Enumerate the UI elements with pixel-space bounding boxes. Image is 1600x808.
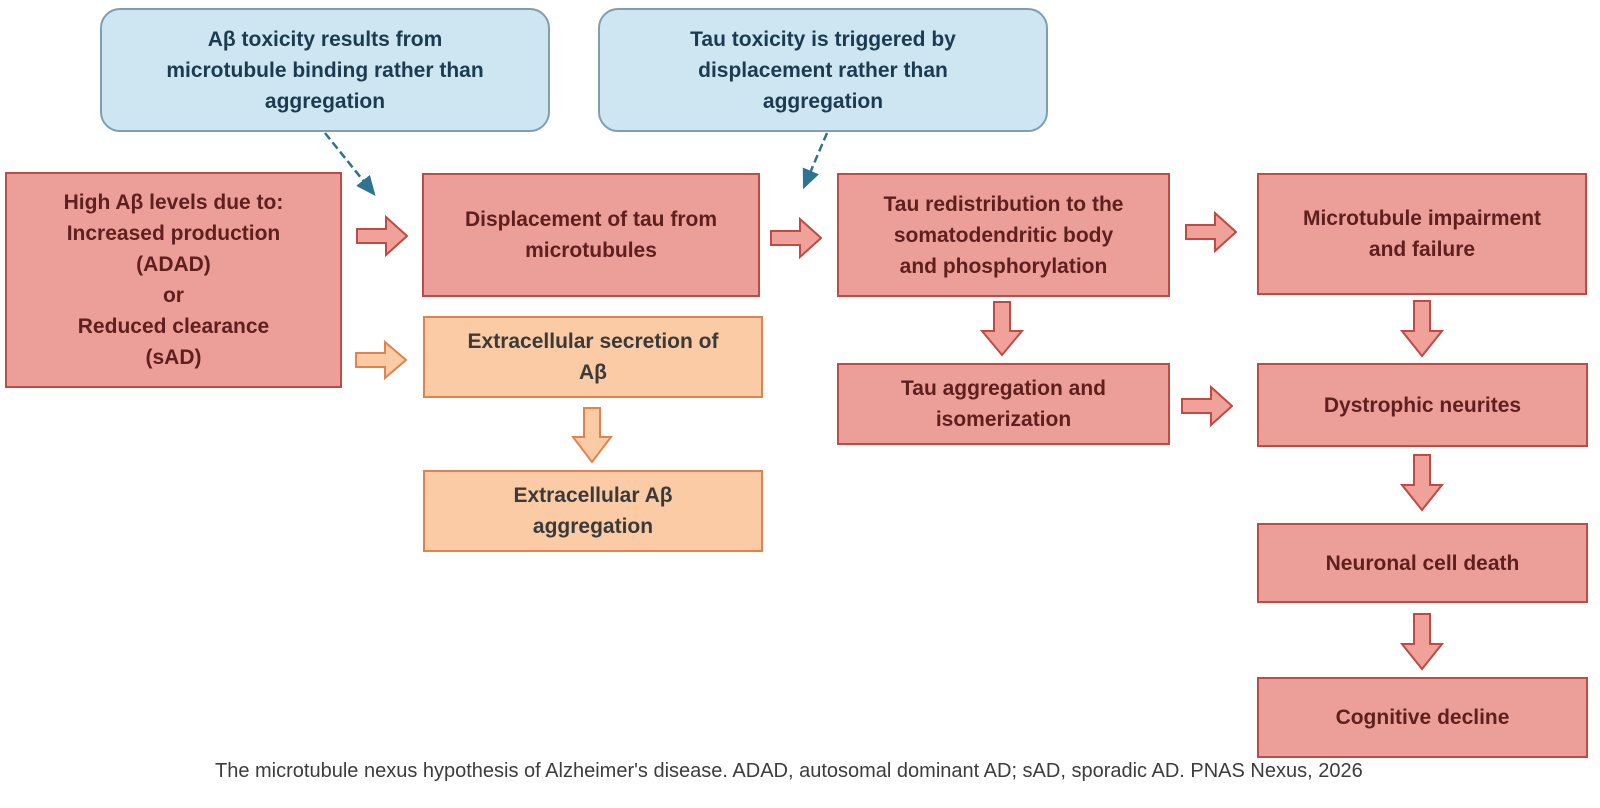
callout-pointer-ab-icon [324,132,376,196]
node-microtubule-impairment-label: Microtubule impairment and failure [1302,207,1542,261]
arrow-highab-to-secretion-icon [355,339,407,381]
arrow-highab-to-displacement-icon [356,214,408,258]
arrow-dystrophic-to-neuronal-icon [1399,454,1445,512]
node-cognitive-decline: Cognitive decline [1257,677,1588,758]
node-microtubule-impairment: Microtubule impairment and failure [1257,173,1587,295]
node-tau-aggregation-label: Tau aggregation and isomerization [901,377,1106,431]
node-extracellular-aggregation: Extracellular Aβ aggregation [423,470,763,552]
node-dystrophic-neurites-label: Dystrophic neurites [1323,393,1522,417]
arrow-redistribution-to-impairment-icon [1185,210,1237,254]
node-tau-redistribution-label: Tau redistribution to the somatodendriti… [883,192,1124,278]
node-neuronal-cell-death-label: Neuronal cell death [1325,551,1520,575]
node-tau-aggregation: Tau aggregation and isomerization [837,363,1170,445]
node-high-ab-levels-label: High Aβ levels due to: Increased product… [63,191,284,369]
node-cognitive-decline-label: Cognitive decline [1335,706,1510,729]
node-displacement-of-tau: Displacement of tau from microtubules [422,173,760,297]
node-dystrophic-neurites: Dystrophic neurites [1257,363,1588,447]
arrow-secretion-to-aggregation-icon [570,407,614,464]
figure-caption: The microtubule nexus hypothesis of Alzh… [215,760,1363,782]
node-neuronal-cell-death: Neuronal cell death [1257,523,1588,603]
callout-tau-toxicity: Tau toxicity is triggered by displacemen… [598,8,1048,132]
arrow-redistribution-to-tauagg-icon [979,301,1025,357]
node-high-ab-levels: High Aβ levels due to: Increased product… [5,172,342,388]
arrow-impairment-to-dystrophic-icon [1399,300,1445,358]
callout-pointer-tau-icon [802,132,829,190]
arrow-displacement-to-redistribution-icon [770,216,822,260]
callout-ab-toxicity: Aβ toxicity results from microtubule bin… [100,8,550,132]
node-tau-redistribution: Tau redistribution to the somatodendriti… [837,173,1170,297]
arrow-tauagg-to-dystrophic-icon [1181,384,1233,428]
node-displacement-of-tau-label: Displacement of tau from microtubules [464,208,718,262]
node-extracellular-secretion-label: Extracellular secretion of Aβ [467,330,719,384]
callout-tau-toxicity-label: Tau toxicity is triggered by displacemen… [690,27,956,113]
callout-ab-toxicity-label: Aβ toxicity results from microtubule bin… [166,27,484,113]
arrow-neuronal-to-cognitive-icon [1399,613,1445,671]
node-extracellular-aggregation-label: Extracellular Aβ aggregation [513,484,673,538]
node-extracellular-secretion: Extracellular secretion of Aβ [423,316,763,398]
